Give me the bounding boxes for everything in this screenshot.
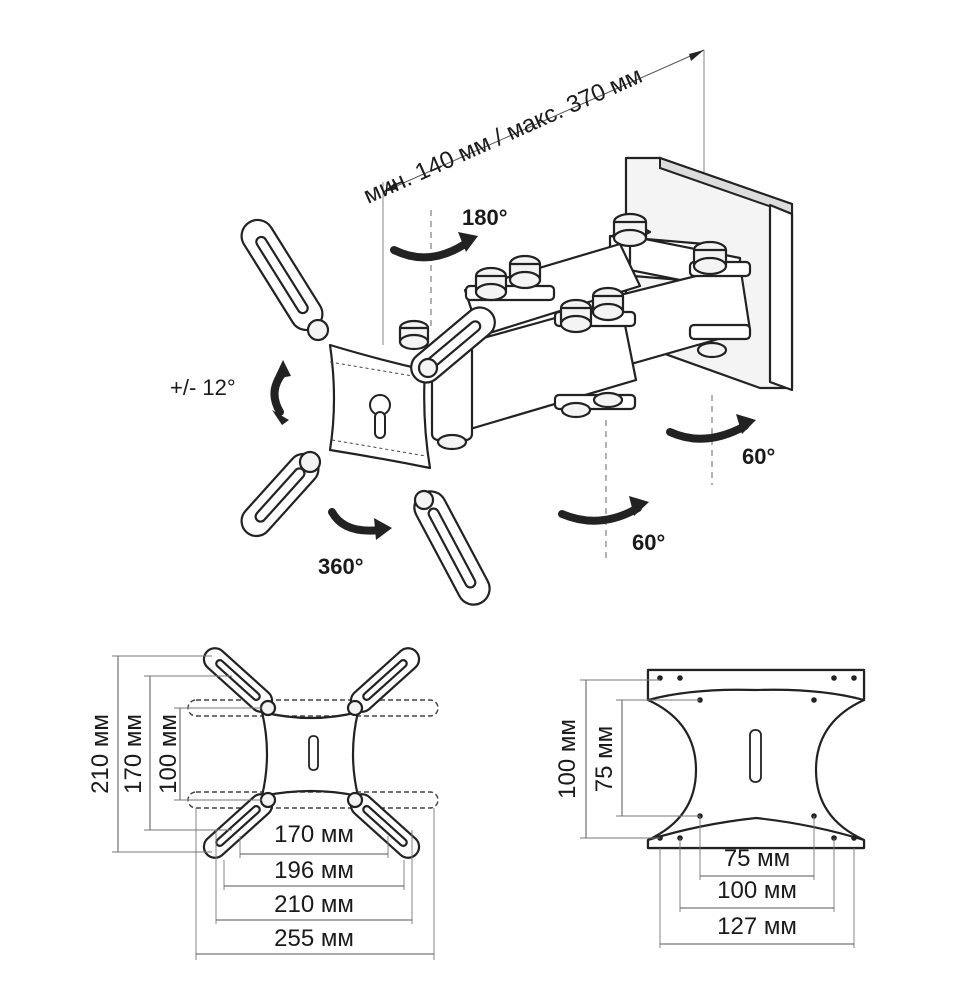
swivel-60-outer-arrow-icon: [666, 414, 756, 443]
small-horizontal-dim-100: 100 мм: [717, 877, 797, 904]
tilt-arrow-icon: [270, 360, 291, 425]
large-plate-horizontal-dims: 170 мм 196 мм 210 мм 255 мм: [195, 808, 435, 960]
tilt-label: +/- 12°: [170, 375, 236, 400]
bolt-icon: [591, 286, 625, 322]
swivel-60-inner-label: 60°: [632, 530, 665, 555]
mount-isometric-view: мин. 140 мм / макс. 370 мм: [170, 49, 794, 606]
bolt-icon: [559, 298, 593, 334]
swivel-60-inner-arrow-icon: [558, 496, 649, 525]
vesa-x-bracket: [240, 218, 496, 606]
large-plate-drawing: 210 мм 170 мм 100 мм 170 мм 196 мм 210 м…: [87, 647, 439, 960]
small-horizontal-dim-127: 127 мм: [717, 913, 797, 940]
swivel-180-arrow-icon: [390, 232, 478, 262]
large-horizontal-dim-196: 196 мм: [274, 857, 354, 884]
small-plate-drawing: 100 мм 75 мм 75 мм 100 мм 127 мм: [554, 668, 866, 948]
rotate-360-label: 360°: [318, 554, 364, 579]
swivel-60-outer-label: 60°: [742, 444, 775, 469]
large-plate-vertical-dims: 210 мм 170 мм 100 мм: [87, 655, 262, 853]
large-vertical-dim-100: 100 мм: [155, 714, 182, 794]
rotate-360-arrow-icon: [328, 508, 392, 540]
bolt-icon: [474, 266, 508, 302]
large-horizontal-dim-170: 170 мм: [274, 821, 354, 848]
small-horizontal-dim-75: 75 мм: [724, 845, 790, 872]
small-plate-vertical-dims: 100 мм 75 мм: [554, 679, 700, 839]
swivel-180-label: 180°: [462, 205, 508, 230]
small-plate-horizontal-dims: 75 мм 100 мм 127 мм: [659, 816, 855, 948]
bolt-icon: [398, 319, 430, 351]
large-horizontal-dim-255: 255 мм: [274, 925, 354, 952]
bolt-icon: [612, 212, 648, 248]
large-vertical-dim-170: 170 мм: [120, 714, 147, 794]
small-vertical-dim-75: 75 мм: [591, 726, 618, 792]
bolt-icon: [692, 240, 728, 276]
large-vertical-dim-210: 210 мм: [87, 714, 114, 794]
small-vertical-dim-100: 100 мм: [554, 719, 581, 799]
bolt-icon: [508, 254, 542, 290]
extension-label: мин. 140 мм / макс. 370 мм: [359, 62, 646, 209]
hinge-bolts: [398, 212, 728, 451]
large-horizontal-dim-210: 210 мм: [274, 891, 354, 918]
